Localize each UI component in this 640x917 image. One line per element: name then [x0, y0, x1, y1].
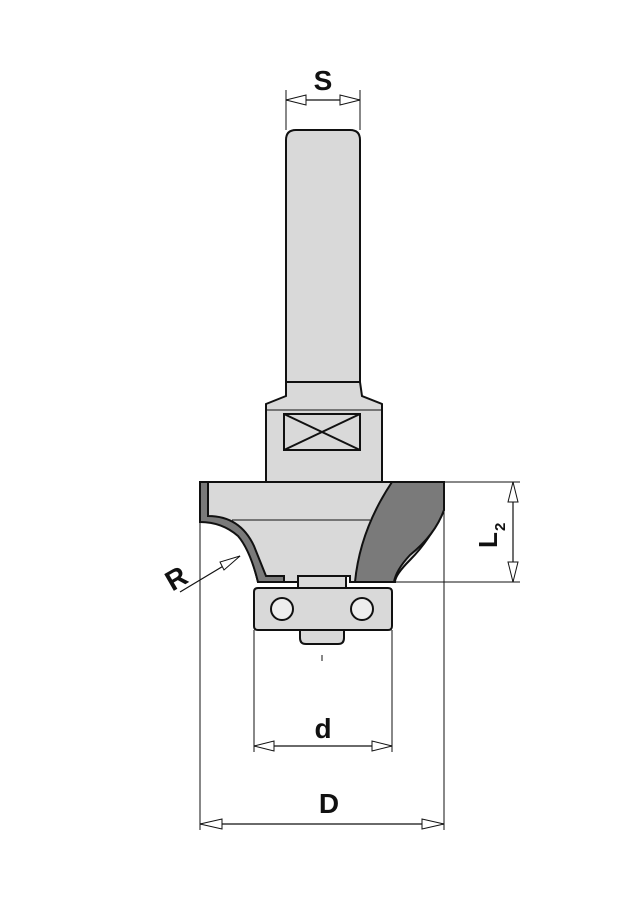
- cutting-edge-left: [199, 481, 285, 583]
- d-label: d: [314, 713, 331, 744]
- r-arrow: [219, 555, 241, 571]
- bearing-screw-right: [350, 597, 374, 621]
- d-arrow-left: [253, 740, 275, 752]
- l2-arrow-top: [507, 481, 519, 503]
- r-label: R: [160, 560, 193, 597]
- s-arrow-right: [339, 94, 361, 106]
- cutting-edge-right: [353, 481, 445, 583]
- l2-label-base: L: [473, 532, 503, 548]
- wrench-flat-cross-2: [283, 413, 361, 451]
- wrench-flat: [283, 413, 361, 451]
- D-label: D: [319, 788, 339, 819]
- l2-label-sub: 2: [492, 523, 509, 531]
- D-arrow-right: [421, 818, 445, 830]
- shank: [285, 129, 361, 383]
- s-label: S: [314, 65, 333, 96]
- d-arrow-right: [371, 740, 393, 752]
- l2-label: L 2: [473, 523, 509, 548]
- bearing-screw-left: [270, 597, 294, 621]
- bearing-screw-head: [299, 629, 345, 645]
- s-arrow-left: [285, 94, 307, 106]
- l2-arrow-bottom: [507, 561, 519, 583]
- D-arrow-left: [199, 818, 223, 830]
